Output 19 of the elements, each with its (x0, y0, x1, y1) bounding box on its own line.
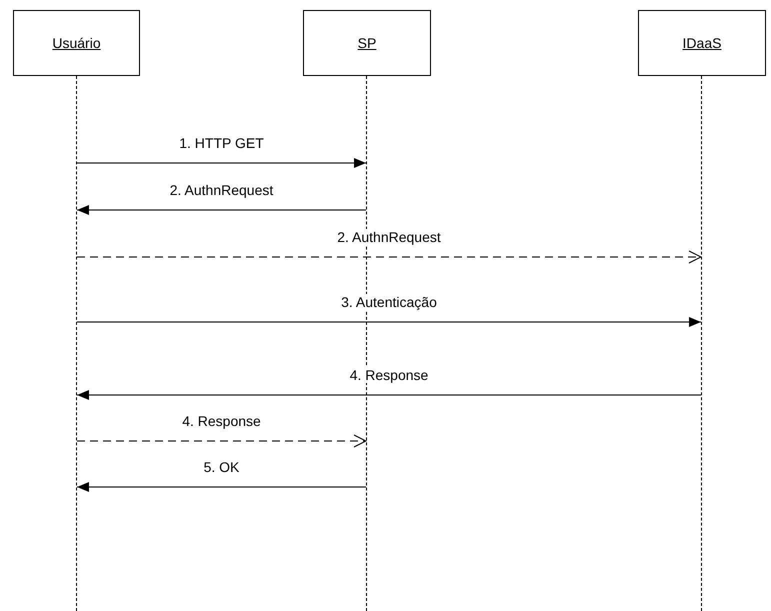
message-arrow (76, 205, 366, 215)
lifeline (701, 76, 702, 611)
edge-label: 5. OK (202, 459, 242, 475)
message-arrow (76, 434, 366, 448)
edge-label: 4. Response (180, 413, 263, 429)
message-arrow (76, 482, 366, 492)
edge-label: 4. Response (348, 367, 430, 383)
message-arrow (76, 317, 702, 327)
participant-box: IDaaS (638, 10, 766, 76)
edge-label: 3. Autenticação (339, 294, 439, 310)
participant-box: SP (303, 10, 431, 76)
message-arrow (76, 250, 702, 264)
message-arrow (76, 390, 702, 400)
edge-label: 2. AuthnRequest (335, 229, 443, 245)
edge-label: 2. AuthnRequest (168, 182, 276, 198)
participant-box: Usuário (13, 10, 140, 76)
edge-label: 1. HTTP GET (177, 135, 266, 151)
lifeline (76, 76, 77, 611)
message-arrow (76, 158, 366, 168)
